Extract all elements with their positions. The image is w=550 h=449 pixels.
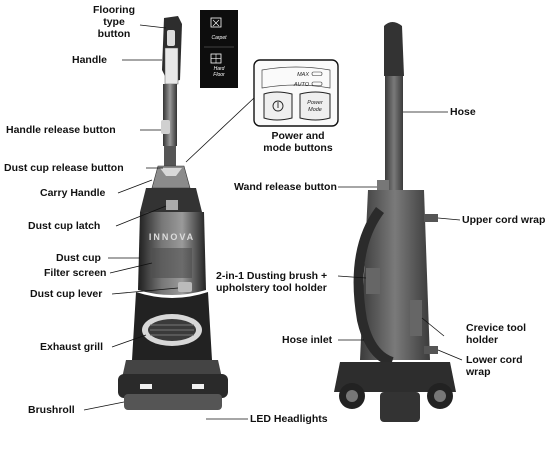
power-mode-button[interactable] bbox=[299, 91, 331, 121]
power-icon bbox=[272, 100, 284, 112]
front-vacuum bbox=[118, 16, 228, 410]
lower-pole bbox=[164, 146, 176, 166]
label-upper-cord-wrap: Upper cord wrap bbox=[462, 214, 546, 226]
floor-head bbox=[118, 374, 228, 398]
label-lower-cord-wrap: Lower cord wrap bbox=[466, 354, 523, 378]
brushroll-shape bbox=[124, 394, 222, 410]
dust-cup-latch-shape bbox=[166, 200, 178, 210]
label-handle: Handle bbox=[72, 54, 108, 66]
rear-base bbox=[334, 362, 456, 392]
label-filter-screen: Filter screen bbox=[44, 267, 107, 279]
label-handle-release-button: Handle release button bbox=[6, 124, 116, 136]
handle-label-panel bbox=[164, 47, 179, 85]
filter-screen-shape bbox=[152, 248, 192, 278]
label-dust-cup-release-button: Dust cup release button bbox=[4, 162, 124, 174]
led-headlight-right bbox=[192, 384, 204, 389]
label-hose: Hose bbox=[450, 106, 476, 118]
label-carry-handle: Carry Handle bbox=[40, 187, 106, 199]
label-dust-cup-latch: Dust cup latch bbox=[28, 220, 101, 232]
brand-text: INNOVA bbox=[149, 232, 195, 242]
label-power-and-mode-buttons: Power and mode buttons bbox=[263, 130, 333, 154]
label-wand-release-button: Wand release button bbox=[234, 181, 337, 193]
label-led-headlights: LED Headlights bbox=[250, 413, 328, 425]
carry-handle-highlight bbox=[160, 168, 182, 176]
label-exhaust-grill: Exhaust grill bbox=[40, 341, 104, 353]
max-label: MAX bbox=[297, 72, 309, 78]
hose-wand bbox=[385, 76, 403, 196]
label-crevice-tool-holder: Crevice tool holder bbox=[466, 322, 527, 346]
label-flooring-type-button: Flooring type button bbox=[93, 4, 135, 40]
flooring-type-button-shape bbox=[167, 30, 175, 46]
carpet-icon bbox=[210, 17, 222, 28]
upper-cord-wrap-shape bbox=[424, 214, 438, 222]
label-dusting-brush-holder: 2-in-1 Dusting brush + upholstery tool h… bbox=[216, 270, 328, 294]
carpet-label: Carpet bbox=[211, 35, 227, 41]
handle-release-button-shape bbox=[161, 120, 170, 134]
max-indicator bbox=[311, 71, 323, 76]
label-dust-cup-lever: Dust cup lever bbox=[30, 288, 103, 300]
upper-pole bbox=[163, 84, 177, 146]
crevice-tool-holder-shape bbox=[410, 300, 422, 336]
rear-vacuum bbox=[334, 22, 456, 422]
hose-shape bbox=[353, 207, 394, 367]
lower-cord-wrap-shape bbox=[424, 346, 438, 354]
auto-indicator bbox=[311, 81, 323, 86]
rear-handle bbox=[384, 22, 404, 76]
rear-floor-head bbox=[380, 392, 420, 422]
base-top bbox=[122, 360, 222, 378]
label-dust-cup: Dust cup bbox=[56, 252, 101, 264]
auto-label: AUTO bbox=[293, 82, 310, 88]
dusting-brush-holder-shape bbox=[366, 268, 380, 294]
label-brushroll: Brushroll bbox=[28, 404, 75, 416]
dust-cup-lever-shape bbox=[178, 282, 192, 292]
led-headlight-left bbox=[140, 384, 152, 389]
label-hose-inlet: Hose inlet bbox=[282, 334, 333, 346]
leader-lines bbox=[83, 24, 463, 420]
